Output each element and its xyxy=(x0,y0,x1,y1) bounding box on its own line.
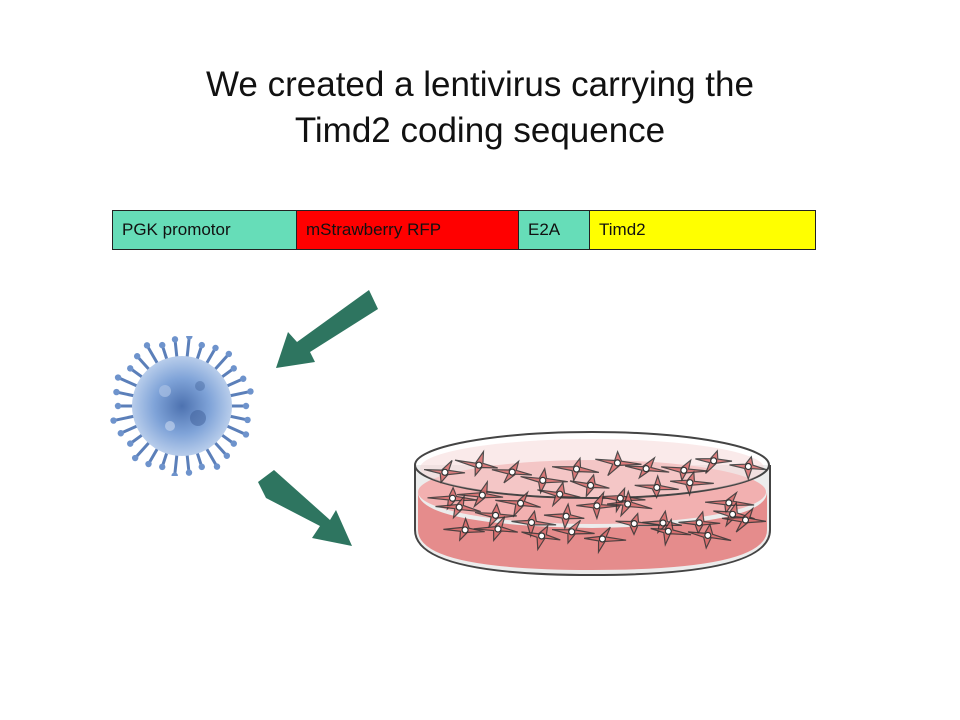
segment-timd2: Timd2 xyxy=(590,211,815,249)
segment-e2a: E2A xyxy=(519,211,590,249)
title-line-1: We created a lentivirus carrying the xyxy=(206,65,754,104)
arrow-down-left-icon xyxy=(276,290,378,368)
arrow-down-right-icon xyxy=(258,470,352,546)
title-line-2: Timd2 coding sequence xyxy=(294,111,666,150)
gene-construct: PGK promotor mStrawberry RFP E2A Timd2 xyxy=(112,210,816,250)
petri-dish-cells-icon xyxy=(414,431,771,577)
segment-mstrawberry-rfp: mStrawberry RFP xyxy=(297,211,519,249)
slide-title: We created a lentivirus carrying the Tim… xyxy=(0,62,960,154)
lentivirus-icon xyxy=(110,336,254,476)
segment-pgk-promotor: PGK promotor xyxy=(113,211,297,249)
